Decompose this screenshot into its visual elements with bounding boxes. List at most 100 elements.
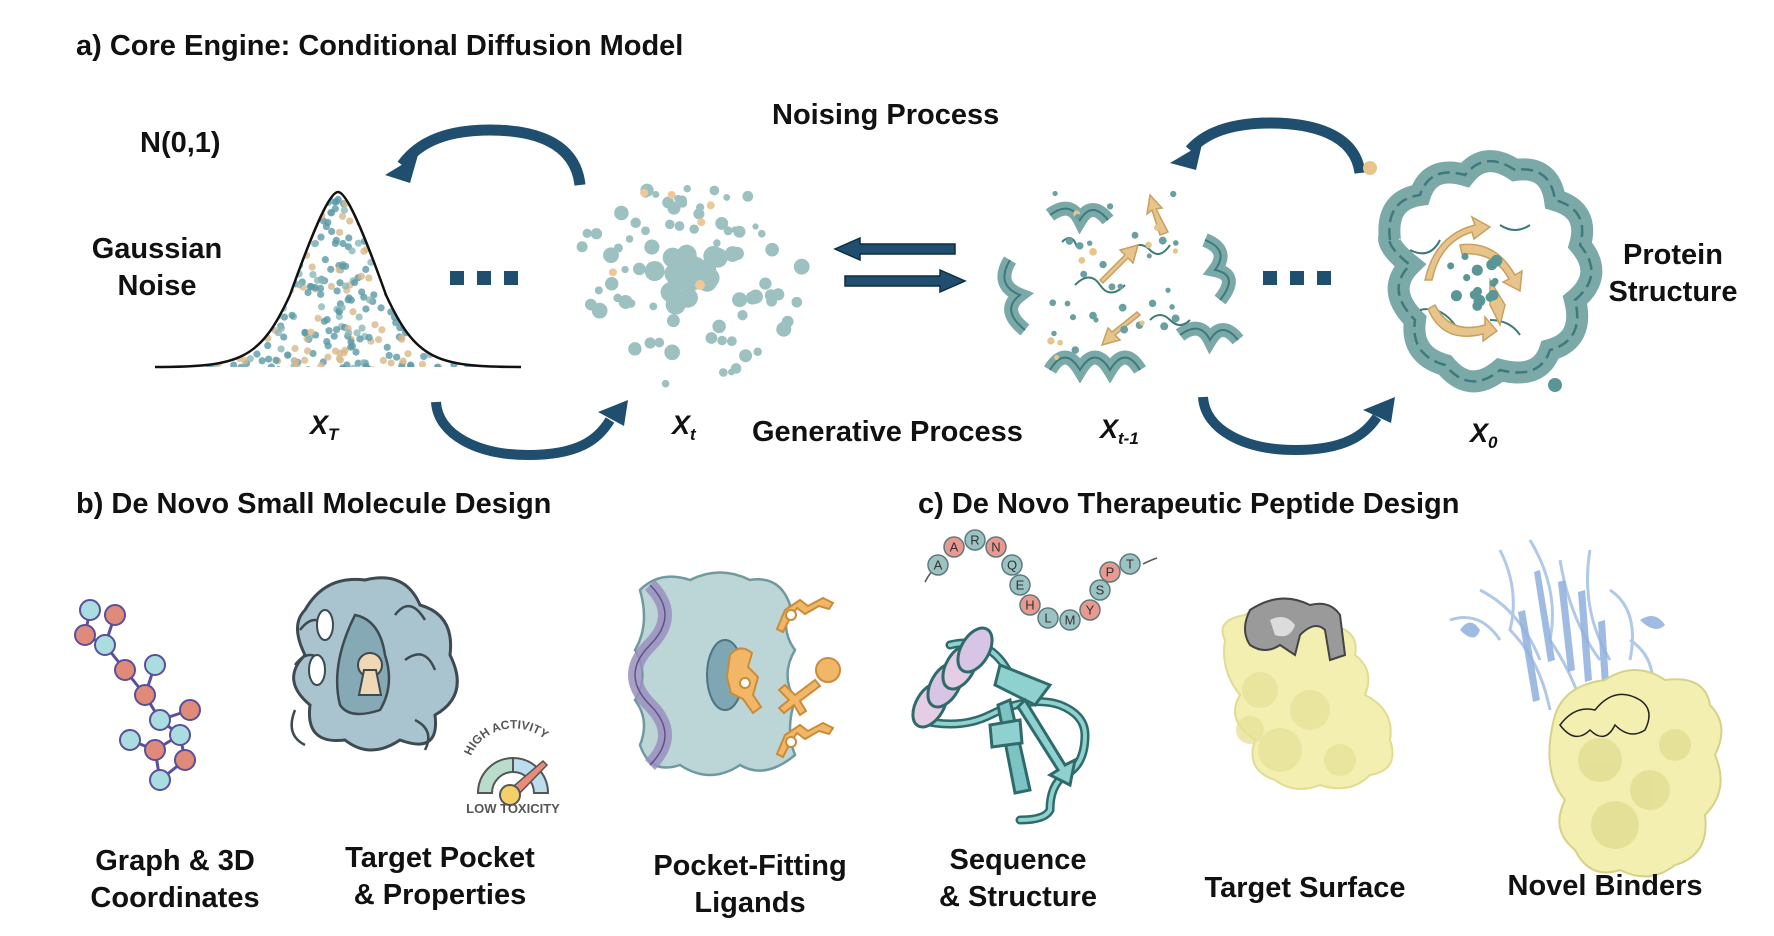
- noise-speckle: [229, 224, 237, 232]
- noise-speckle: [261, 233, 270, 241]
- noise-speckle: [209, 342, 217, 350]
- noise-speckle: [323, 192, 332, 195]
- protein-structure-label: Protein Structure: [1598, 237, 1748, 311]
- protein-dot: [1120, 325, 1129, 334]
- protein-dot: [1118, 303, 1127, 312]
- cloud-dot: [613, 243, 623, 253]
- noise-speckle: [416, 275, 424, 283]
- noise-speckle: [445, 202, 453, 210]
- noise-speckle: [475, 228, 484, 237]
- protein-dot: [1117, 283, 1124, 290]
- noise-speckle: [397, 282, 405, 291]
- noise-speckle: [458, 310, 466, 318]
- noise-speckle: [366, 296, 374, 304]
- label-pocket-fitting-line2: Ligands: [694, 887, 806, 919]
- molecule-atom: [169, 724, 191, 746]
- protein-dot: [1491, 277, 1499, 285]
- noise-speckle: [199, 328, 207, 336]
- noise-speckle: [261, 242, 269, 250]
- noise-speckle: [339, 239, 347, 248]
- var-x-0: X0: [1470, 418, 1497, 453]
- cloud-core-dot: [679, 263, 700, 284]
- noise-speckle: [235, 207, 243, 215]
- noise-speckle: [464, 197, 472, 205]
- noise-speckle: [480, 341, 488, 349]
- noise-speckle: [265, 220, 273, 228]
- noise-speckle: [289, 261, 297, 269]
- cloud-dot: [739, 349, 753, 363]
- noise-speckle: [408, 249, 416, 258]
- noise-speckle: [215, 222, 223, 230]
- noise-speckle: [276, 279, 284, 287]
- noise-speckle: [355, 313, 363, 321]
- cloud-dot: [664, 344, 680, 361]
- noise-speckle: [413, 198, 421, 206]
- noise-speckle: [447, 235, 455, 243]
- noise-speckle: [427, 249, 435, 258]
- noise-speckle: [323, 192, 331, 195]
- noise-speckle: [266, 192, 274, 195]
- noise-speckle: [288, 205, 296, 213]
- noise-speckle: [420, 352, 428, 361]
- molecule-atom: [174, 749, 196, 771]
- noise-speckle: [333, 287, 341, 295]
- noise-speckle: [453, 224, 461, 232]
- protein-dot: [1069, 314, 1077, 321]
- noise-speckle: [448, 260, 456, 268]
- noise-speckle: [231, 295, 239, 303]
- var-x-t-base: X: [672, 410, 691, 440]
- noise-speckle: [379, 356, 387, 364]
- cloud-dot: [621, 265, 629, 274]
- noise-speckle: [385, 215, 394, 223]
- noise-speckle: [275, 244, 283, 253]
- noise-speckle: [214, 192, 222, 194]
- var-x-t-minus-1-base: X: [1100, 414, 1119, 444]
- noise-speckle: [256, 243, 264, 251]
- cloud-dot: [654, 337, 665, 348]
- noise-speckle: [202, 275, 210, 284]
- protein-dot: [1171, 314, 1180, 323]
- noise-speckle: [376, 228, 384, 236]
- noise-speckle: [429, 197, 437, 205]
- var-x-t-sub: t: [690, 425, 696, 444]
- noise-speckle: [413, 316, 421, 324]
- noise-speckle: [365, 274, 373, 282]
- noise-speckle: [189, 216, 197, 225]
- noise-speckle: [265, 192, 273, 198]
- noise-speckle: [213, 320, 221, 328]
- noise-speckle: [403, 207, 411, 215]
- noise-speckle: [404, 204, 413, 213]
- noise-speckle: [272, 356, 280, 364]
- gaussian-noise-label: Gaussian Noise: [82, 231, 232, 305]
- panel-c-title: c) De Novo Therapeutic Peptide Design: [918, 488, 1460, 520]
- noise-speckle: [324, 218, 332, 227]
- protein-dot: [1160, 322, 1169, 331]
- protein-dot: [1086, 240, 1093, 246]
- noise-speckle: [242, 302, 250, 310]
- noise-speckle: [420, 232, 428, 240]
- noise-speckle: [425, 247, 433, 256]
- noise-speckle: [419, 282, 427, 290]
- noise-speckle: [471, 293, 479, 301]
- cloud-dot: [665, 219, 675, 230]
- noise-speckle: [213, 291, 221, 300]
- noise-speckle: [254, 208, 263, 217]
- noise-speckle: [243, 236, 251, 244]
- noise-speckle: [391, 220, 399, 228]
- gaussian-curve-line: [154, 190, 522, 369]
- noise-speckle: [192, 247, 200, 255]
- noise-speckle: [270, 263, 278, 271]
- noise-speckle: [267, 233, 275, 241]
- noise-speckle: [229, 300, 238, 309]
- noise-speckle: [304, 366, 312, 367]
- noise-speckle: [360, 293, 368, 301]
- noise-speckle: [362, 207, 370, 216]
- protein-dot: [1486, 259, 1498, 271]
- noise-speckle: [452, 248, 461, 256]
- pocket-fitting-graphic: [628, 571, 841, 777]
- noise-speckle: [238, 330, 246, 339]
- protein-dot: [1170, 190, 1177, 198]
- noise-speckle: [232, 342, 240, 350]
- cloud-dot: [661, 379, 670, 388]
- noise-speckle: [267, 220, 275, 228]
